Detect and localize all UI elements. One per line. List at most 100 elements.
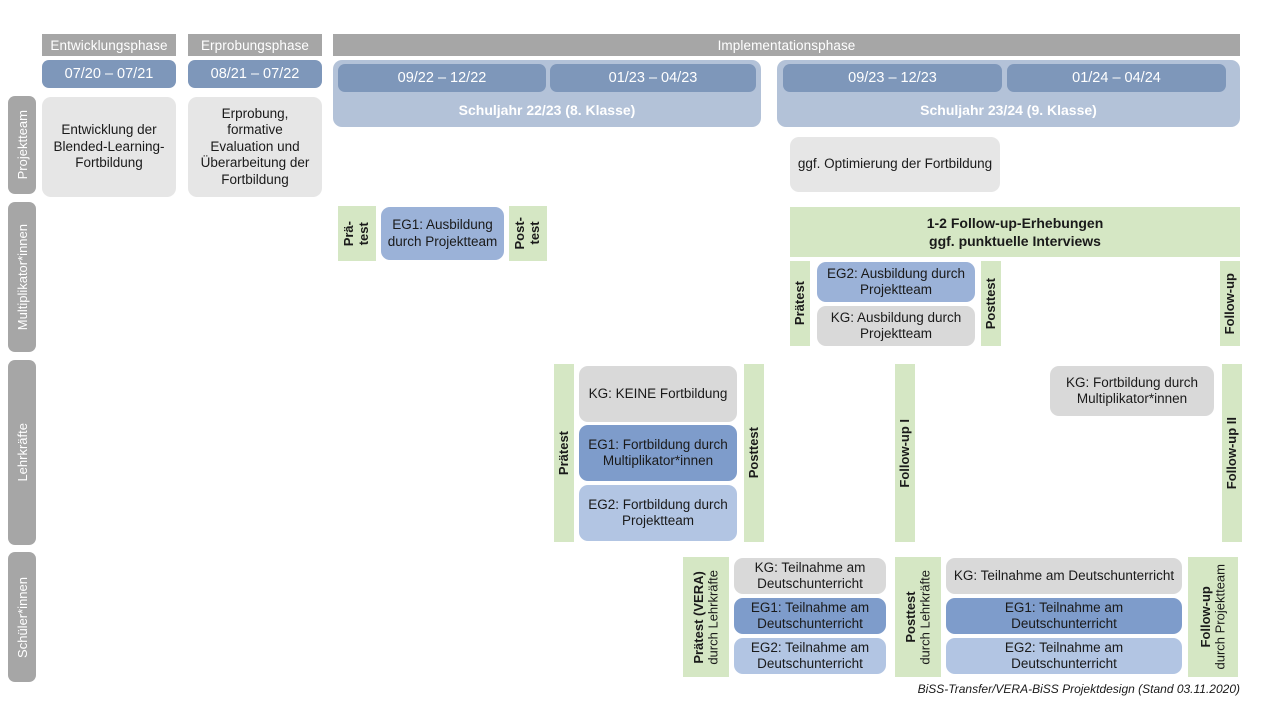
box-eg1-fortbildung-multiplikatoren-text: EG1: Fortbildung durch Multiplikator*inn…: [588, 436, 728, 468]
strip-praetest-multiplikatoren-2-text: Prätest: [792, 281, 807, 325]
school-year-2324-container: 09/23 – 12/23 01/24 – 04/24 Schuljahr 23…: [777, 60, 1240, 127]
date-chip-0124-0424: 01/24 – 04/24: [1007, 64, 1226, 92]
strip-posttest-lehrkraefte-text: Posttest: [745, 427, 761, 479]
phase-header-erprobung-label: Erprobungsphase: [200, 37, 310, 53]
praetest-vera-sub: durch Lehrkräfte: [705, 569, 720, 665]
box-eg2-fortbildung-projektteam: EG2: Fortbildung durch Projektteam: [579, 485, 737, 541]
row-label-lehrkraefte: Lehrkräfte: [8, 360, 36, 545]
posttest-2-text: Posttest: [982, 277, 998, 330]
followup-2-text: Follow-up II: [1223, 416, 1239, 490]
strip-praetest-vera-schueler: Prätest (VERA) durch Lehrkräfte: [683, 557, 729, 677]
date-chip-0922-1222: 09/22 – 12/22: [338, 64, 546, 92]
school-year-2223-text: Schuljahr 22/23 (8. Klasse): [458, 102, 636, 118]
strip-posttest-multiplikatoren-2-text: Posttest: [982, 277, 998, 330]
strip-praetest-multiplikatoren-1-text: Prä- test: [341, 221, 372, 246]
banner-followup-erhebungen: 1-2 Follow-up-Erhebungen ggf. punktuelle…: [790, 207, 1240, 257]
box-schueler-right-kg: KG: Teilnahme am Deutschunterricht: [946, 558, 1182, 594]
box-kg-keine-fortbildung-text: KG: KEINE Fortbildung: [588, 385, 728, 401]
praetest-vera-main: Prätest (VERA): [690, 570, 706, 664]
praetest-line2: test: [356, 221, 371, 246]
strip-praetest-lehrkraefte: Prätest: [554, 364, 574, 542]
row-label-projektteam: Projektteam: [8, 96, 36, 194]
date-chip-0123-0423: 01/23 – 04/23: [550, 64, 756, 92]
row-label-multiplikatoren: Multiplikator*innen: [8, 202, 36, 352]
followup-schueler-main: Follow-up: [1197, 586, 1213, 648]
posttest-line2: test: [527, 221, 542, 246]
strip-followup-2-lehrkraefte: Follow-up II: [1222, 364, 1242, 542]
date-chip-0923-1223-label: 09/23 – 12/23: [848, 70, 937, 86]
school-year-2324-label: Schuljahr 23/24 (9. Klasse): [777, 96, 1240, 124]
box-kg-keine-fortbildung: KG: KEINE Fortbildung: [579, 366, 737, 422]
box-eg2-ausbildung-projektteam: EG2: Ausbildung durch Projektteam: [817, 262, 975, 302]
strip-praetest-multiplikatoren-2: Prätest: [790, 261, 810, 346]
box-schueler-right-eg2: EG2: Teilnahme am Deutschunterricht: [946, 638, 1182, 674]
phase-header-implementation: Implementationsphase: [333, 34, 1240, 56]
strip-followup-1-lehrkraefte-text: Follow-up I: [896, 418, 912, 488]
row-label-lehrkraefte-text: Lehrkräfte: [14, 423, 30, 482]
box-eg1-fortbildung-multiplikatoren: EG1: Fortbildung durch Multiplikator*inn…: [579, 425, 737, 481]
row-label-schueler-text: Schüler*innen: [14, 576, 30, 658]
box-eg2-ausbildung-projektteam-text: EG2: Ausbildung durch Projektteam: [826, 265, 966, 297]
strip-followup-2-lehrkraefte-text: Follow-up II: [1223, 416, 1239, 490]
box-eg2-fortbildung-projektteam-text: EG2: Fortbildung durch Projektteam: [588, 496, 728, 528]
phase-header-implementation-label: Implementationsphase: [717, 37, 856, 53]
erhebungen-line1: 1-2 Follow-up-Erhebungen: [926, 214, 1104, 231]
box-kg-ausbildung-projektteam: KG: Ausbildung durch Projektteam: [817, 306, 975, 346]
box-kg-ausbildung-projektteam-text: KG: Ausbildung durch Projektteam: [830, 309, 962, 341]
strip-posttest-schueler-text: Posttest durch Lehrkräfte: [902, 570, 933, 665]
box-ggf-optimierung: ggf. Optimierung der Fortbildung: [790, 137, 1000, 192]
row-label-schueler: Schüler*innen: [8, 552, 36, 682]
box-schueler-right-eg1: EG1: Teilnahme am Deutschunterricht: [946, 598, 1182, 634]
strip-posttest-schueler: Posttest durch Lehrkräfte: [895, 557, 941, 677]
box-schueler-left-eg2-text: EG2: Teilnahme am Deutschunterricht: [750, 639, 870, 671]
strip-followup-schueler: Follow-up durch Projektteam: [1188, 557, 1238, 677]
strip-posttest-multiplikatoren-1-text: Post- test: [512, 217, 543, 250]
box-schueler-left-eg1-text: EG1: Teilnahme am Deutschunterricht: [750, 599, 870, 631]
banner-followup-erhebungen-text: 1-2 Follow-up-Erhebungen ggf. punktuelle…: [927, 214, 1104, 250]
box-kg-fortbildung-multiplikatoren: KG: Fortbildung durch Multiplikator*inne…: [1050, 366, 1214, 416]
strip-followup-1-lehrkraefte: Follow-up I: [895, 364, 915, 542]
strip-followup-multiplikatoren: Follow-up: [1220, 261, 1240, 346]
box-schueler-right-eg2-text: EG2: Teilnahme am Deutschunterricht: [1004, 639, 1124, 671]
date-chip-0821-0722: 08/21 – 07/22: [188, 60, 322, 88]
date-chip-0923-1223: 09/23 – 12/23: [783, 64, 1002, 92]
box-schueler-left-eg2: EG2: Teilnahme am Deutschunterricht: [734, 638, 886, 674]
box-ggf-optimierung-text: ggf. Optimierung der Fortbildung: [797, 156, 993, 172]
posttest-line1: Post-: [512, 217, 528, 250]
date-chip-0720-0721: 07/20 – 07/21: [42, 60, 176, 88]
followup-1-text: Follow-up I: [896, 418, 912, 488]
row-label-multiplikatoren-text: Multiplikator*innen: [14, 223, 30, 331]
followup-schueler-sub: durch Projektteam: [1212, 564, 1227, 670]
box-schueler-left-kg-text: KG: Teilnahme am Deutschunterricht: [754, 559, 866, 591]
box-entwicklung-blended-learning: Entwicklung der Blended-Learning-Fortbil…: [42, 97, 176, 197]
school-year-2324-text: Schuljahr 23/24 (9. Klasse): [920, 102, 1097, 118]
strip-praetest-lehrkraefte-text: Prätest: [555, 430, 571, 476]
box-schueler-right-eg1-text: EG1: Teilnahme am Deutschunterricht: [1004, 599, 1124, 631]
box-kg-fortbildung-multiplikatoren-text: KG: Fortbildung durch Multiplikator*inne…: [1065, 374, 1199, 406]
box-erprobung-evaluation-text: Erprobung, formative Evaluation und Über…: [200, 105, 310, 187]
phase-header-erprobung: Erprobungsphase: [188, 34, 322, 56]
posttest-lehrkraefte-text: Posttest: [745, 427, 761, 479]
praetest-lehrkraefte-text: Prätest: [555, 430, 571, 476]
posttest-schueler-main: Posttest: [902, 591, 918, 643]
footer-credit-text: BiSS-Transfer/VERA-BiSS Projektdesign (S…: [917, 682, 1240, 696]
box-entwicklung-blended-learning-text: Entwicklung der Blended-Learning-Fortbil…: [53, 122, 165, 171]
box-eg1-ausbildung-projektteam-text: EG1: Ausbildung durch Projektteam: [387, 217, 498, 249]
box-eg1-ausbildung-projektteam: EG1: Ausbildung durch Projektteam: [381, 207, 504, 260]
date-chip-0821-0722-label: 08/21 – 07/22: [210, 66, 300, 82]
erhebungen-line2: ggf. punktuelle Interviews: [929, 233, 1101, 249]
date-chip-0720-0721-label: 07/20 – 07/21: [64, 66, 154, 82]
box-schueler-left-eg1: EG1: Teilnahme am Deutschunterricht: [734, 598, 886, 634]
school-year-2223-label: Schuljahr 22/23 (8. Klasse): [333, 96, 761, 124]
phase-header-entwicklung-label: Entwicklungsphase: [50, 37, 168, 53]
strip-praetest-multiplikatoren-1: Prä- test: [338, 206, 376, 261]
date-chip-0922-1222-label: 09/22 – 12/22: [397, 70, 487, 86]
phase-header-entwicklung: Entwicklungsphase: [42, 34, 176, 56]
strip-posttest-multiplikatoren-1: Post- test: [509, 206, 547, 261]
followup-multiplikatoren-text: Follow-up: [1221, 272, 1237, 335]
box-erprobung-evaluation: Erprobung, formative Evaluation und Über…: [188, 97, 322, 197]
strip-followup-multiplikatoren-text: Follow-up: [1221, 272, 1237, 335]
box-schueler-left-kg: KG: Teilnahme am Deutschunterricht: [734, 558, 886, 594]
date-chip-0123-0423-label: 01/23 – 04/23: [608, 70, 698, 86]
